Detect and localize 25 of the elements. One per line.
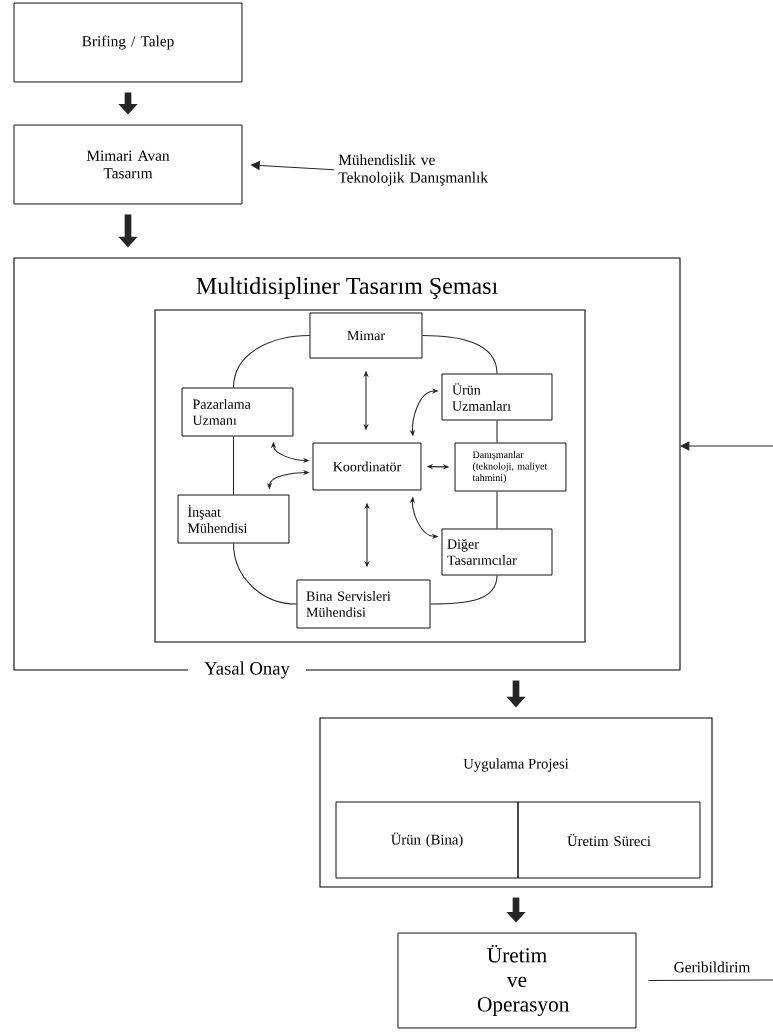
process-box: Brifing / Talep <box>13 2 243 83</box>
edge-label: Geribildirim <box>672 960 752 974</box>
role-box: Diğer Tasarımcılar <box>441 528 553 576</box>
connector-line <box>496 490 498 530</box>
process-box: Mimari Avan Tasarım <box>13 124 243 205</box>
role-box: Pazarlama Uzmanı <box>181 387 294 437</box>
input-text: Mühendislik ve Teknolojik Danışmanlık <box>338 154 488 186</box>
role-box: Ürün (Bina) <box>335 801 519 879</box>
process-box: Üretim ve Operasyon <box>397 932 637 1029</box>
role-box: İnşaat Mühendisi <box>177 494 290 544</box>
role-box: Danışmanlar (teknoloji, maliyet tahmini) <box>454 442 567 492</box>
connector-line <box>647 979 773 981</box>
connector-line <box>232 542 298 605</box>
role-box: Bina Servisleri Mühendisi <box>296 579 431 629</box>
role-box: Ürün Uzmanları <box>441 373 553 421</box>
connector-line <box>232 435 235 496</box>
role-box: Koordinatör <box>312 442 422 491</box>
connector-line <box>429 574 498 605</box>
role-box: Mimar <box>309 312 423 359</box>
arrow <box>680 441 773 451</box>
role-box: Üretim Süreci <box>517 801 701 879</box>
connector-line <box>421 334 498 375</box>
connector-line <box>232 334 311 389</box>
group-box <box>154 309 586 643</box>
connector-line <box>496 419 498 444</box>
